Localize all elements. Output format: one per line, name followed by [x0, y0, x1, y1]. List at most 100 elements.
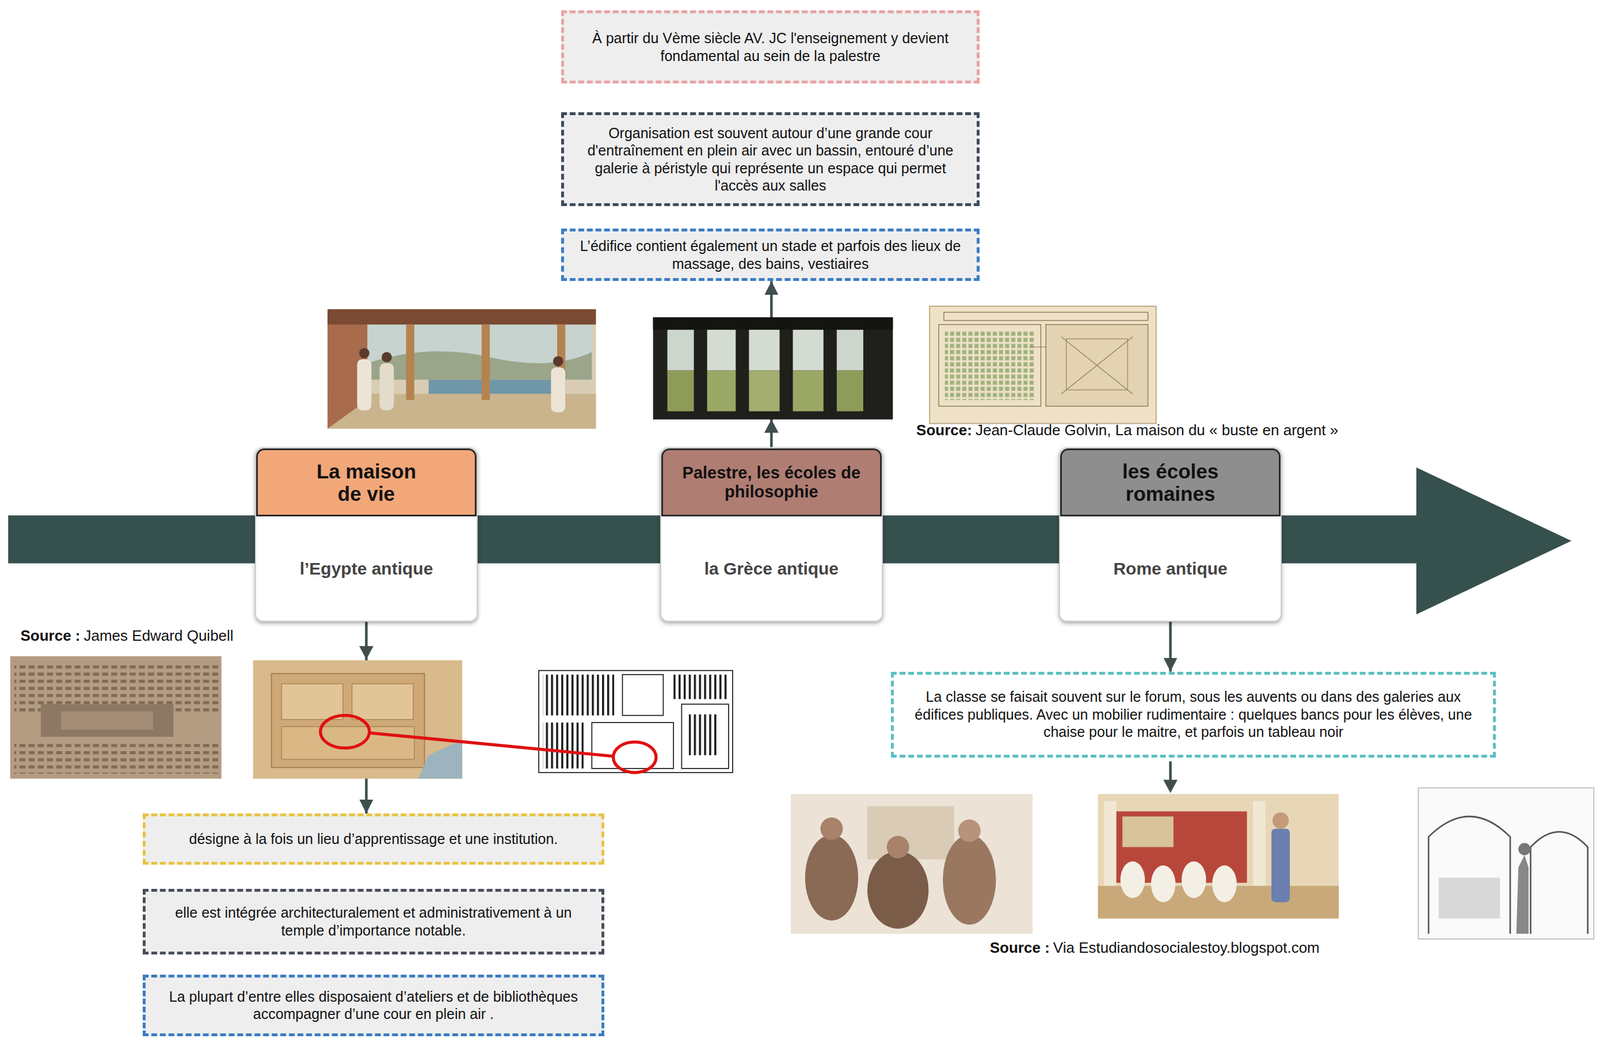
source-line: Source :James Edward Quibell [20, 626, 234, 645]
period-header: les écoles romaines [1060, 448, 1281, 517]
roman-class-painting [1272, 812, 1289, 829]
period-title: les écoles romaines [1113, 459, 1229, 505]
note-box: À partir du Vème siècle AV. JC l'enseign… [561, 10, 980, 85]
roman-class-sketch [805, 834, 859, 921]
red-highlight [320, 715, 370, 749]
egypt-aerial-photo [14, 743, 219, 774]
egypt-reconstruction-view [281, 726, 414, 760]
period-body: l’Egypte antique [256, 516, 477, 621]
egypt-house-painting [381, 352, 392, 363]
source-tag: Source : [20, 626, 80, 645]
roman-house-plan [1045, 324, 1148, 407]
roman-class-painting [1098, 793, 1339, 918]
note-text: désigne à la fois un lieu d’apprentissag… [189, 829, 559, 848]
egypt-aerial-photo [10, 656, 222, 779]
egypt-site-plan [542, 674, 615, 716]
roman-class-painting [1151, 865, 1176, 902]
roman-street-drawing [1428, 816, 1511, 934]
roman-house-plan [929, 306, 1157, 424]
period-box: La maison de vie l’Egypte antique [254, 447, 478, 623]
note-box: elle est intégrée architecturalement et … [142, 888, 604, 954]
egypt-house-painting [550, 367, 566, 413]
roman-street-drawing [1516, 855, 1529, 935]
roman-street-drawing [1418, 787, 1594, 939]
greek-colonnade-photo [836, 329, 864, 371]
egypt-house-painting [357, 359, 372, 411]
roman-house-plan [929, 306, 1157, 424]
roman-class-painting [1122, 816, 1174, 847]
egypt-reconstruction-view [253, 660, 463, 779]
roman-class-sketch [886, 835, 910, 859]
greek-colonnade-photo [793, 370, 824, 412]
note-text: L’édifice contient également un stade et… [577, 237, 963, 273]
flow-arrow [1168, 621, 1172, 672]
roman-class-sketch [958, 819, 981, 843]
roman-class-painting [1271, 828, 1290, 902]
period-name: la Grèce antique [704, 558, 839, 579]
egypt-aerial-photo [10, 656, 222, 779]
flow-arrowhead [764, 419, 779, 433]
red-highlight [320, 715, 657, 773]
greek-colonnade-photo [707, 370, 737, 412]
period-body: Rome antique [1060, 516, 1281, 621]
period-title: Palestre, les écoles de philosophie [676, 463, 867, 501]
period-body: la Grèce antique [661, 516, 882, 621]
egypt-site-plan [538, 670, 733, 773]
roman-house-plan [1030, 346, 1047, 348]
roman-class-sketch [942, 834, 996, 925]
source-tag: Source: [916, 421, 973, 439]
egypt-aerial-photo [40, 703, 174, 737]
egypt-site-plan [681, 703, 729, 769]
egypt-site-plan [688, 714, 720, 756]
greek-colonnade-photo [707, 329, 737, 371]
roman-class-sketch [820, 817, 843, 840]
flow-arrowhead [1163, 779, 1178, 793]
period-box: Palestre, les écoles de philosophie la Gr… [660, 447, 883, 623]
period-header: La maison de vie [256, 448, 477, 517]
egypt-site-plan [538, 670, 733, 773]
roman-class-painting [1103, 801, 1116, 894]
note-text: Organisation est souvent autour d’une gr… [577, 124, 963, 195]
source-line: Source:Jean-Claude Golvin, La maison du … [916, 421, 1339, 440]
greek-colonnade-photo [653, 317, 894, 330]
note-box: La plupart d’entre elles disposaient d’a… [142, 974, 604, 1036]
red-highlight [613, 741, 657, 773]
roman-class-painting [1212, 865, 1237, 902]
period-title: La maison de vie [308, 459, 424, 505]
roman-class-painting [1098, 793, 1339, 918]
greek-colonnade-photo [748, 329, 780, 371]
egypt-house-painting [359, 348, 370, 359]
source-text: Via Estudiandosocialestoy.blogspot.com [1053, 938, 1320, 956]
egypt-reconstruction-view [281, 683, 343, 720]
egypt-house-painting [327, 309, 596, 325]
roman-class-sketch [867, 805, 955, 859]
roman-house-plan [1066, 338, 1128, 391]
egypt-site-plan [542, 722, 584, 769]
roman-street-drawing [1418, 787, 1594, 939]
egypt-site-plan [591, 722, 674, 769]
egypt-house-painting [379, 363, 395, 411]
roman-class-sketch [790, 793, 1033, 934]
greek-colonnade-photo [653, 317, 894, 419]
roman-house-plan [945, 330, 1035, 400]
period-box: les écoles romainesRome antique [1058, 447, 1282, 623]
roman-house-plan [943, 311, 1149, 320]
period-header: Palestre, les écoles de philosophie [661, 448, 882, 517]
note-box: L’édifice contient également un stade et… [561, 228, 980, 281]
egypt-reconstruction-view [418, 739, 463, 779]
source-line: Source :Via Estudiandosocialestoy.blogsp… [989, 938, 1320, 957]
source-text: Jean-Claude Golvin, La maison du « buste… [975, 421, 1339, 439]
egypt-house-painting [428, 379, 557, 394]
egypt-house-painting [553, 356, 564, 367]
roman-street-drawing [1518, 842, 1531, 855]
roman-class-painting [1120, 861, 1146, 898]
note-text: elle est intégrée architecturalement et … [159, 903, 588, 939]
note-box: désigne à la fois un lieu d’apprentissag… [142, 813, 604, 865]
note-text: La plupart d’entre elles disposaient d’a… [159, 987, 588, 1023]
roman-house-plan [1061, 336, 1133, 394]
note-box: La classe se faisait souvent sur le foru… [890, 671, 1496, 758]
egypt-site-plan [622, 674, 664, 716]
source-tag: Source : [989, 938, 1050, 956]
greek-colonnade-photo [667, 370, 695, 412]
